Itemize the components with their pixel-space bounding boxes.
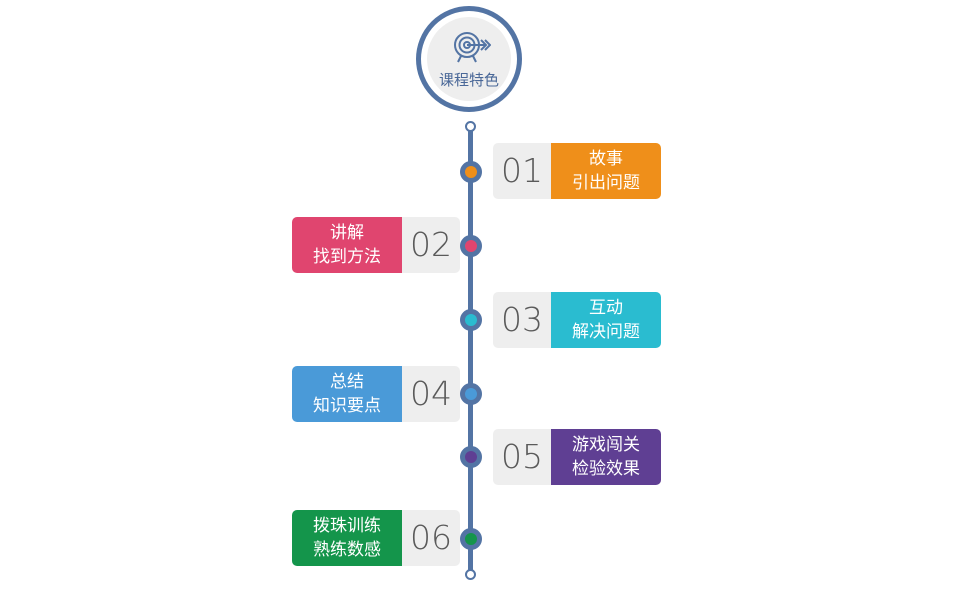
step-number: 01 <box>501 151 543 190</box>
step-number-box <box>402 366 460 422</box>
timeline-top-cap <box>465 121 476 132</box>
step-label-line2: 解决问题 <box>572 322 640 342</box>
timeline-node-2 <box>460 235 482 257</box>
header-badge-inner: 课程特色 <box>427 17 511 101</box>
step-label-line2: 检验效果 <box>572 459 640 479</box>
step-6: 拨珠训练 熟练数感 06 <box>292 510 460 566</box>
step-5: 05 游戏闯关 检验效果 <box>493 429 661 485</box>
target-icon <box>454 32 491 63</box>
step-label: 互动 解决问题 <box>551 292 661 348</box>
step-label-line1: 总结 <box>330 372 364 392</box>
timeline-bottom-cap <box>465 569 476 580</box>
timeline-node-6 <box>460 528 482 550</box>
step-4: 总结 知识要点 04 <box>292 366 460 422</box>
step-2: 讲解 找到方法 02 <box>292 217 460 273</box>
step-number: 06 <box>410 518 452 557</box>
step-label-line2: 找到方法 <box>313 247 381 267</box>
step-3: 03 互动 解决问题 <box>493 292 661 348</box>
step-label: 总结 知识要点 <box>292 366 402 422</box>
step-label-line1: 游戏闯关 <box>572 435 640 455</box>
step-label-line2: 引出问题 <box>572 173 640 193</box>
step-number-box <box>402 217 460 273</box>
step-label-line2: 知识要点 <box>313 396 381 416</box>
step-number-box <box>402 510 460 566</box>
timeline-node-5 <box>460 446 482 468</box>
step-label: 游戏闯关 检验效果 <box>551 429 661 485</box>
step-number: 05 <box>501 437 543 476</box>
timeline-spine <box>468 126 473 576</box>
step-number: 02 <box>410 225 452 264</box>
step-label: 拨珠训练 熟练数感 <box>292 510 402 566</box>
step-label: 故事 引出问题 <box>551 143 661 199</box>
step-number-box <box>493 143 551 199</box>
step-number: 03 <box>501 300 543 339</box>
step-number-box <box>493 292 551 348</box>
step-number: 04 <box>410 374 452 413</box>
step-1: 01 故事 引出问题 <box>493 143 661 199</box>
step-label-line1: 故事 <box>589 149 623 169</box>
header-badge: 课程特色 <box>416 6 522 112</box>
timeline-node-3 <box>460 309 482 331</box>
step-label-line2: 熟练数感 <box>313 540 381 560</box>
timeline-node-1 <box>460 161 482 183</box>
step-label: 讲解 找到方法 <box>292 217 402 273</box>
header-title: 课程特色 <box>438 71 499 89</box>
step-label-line1: 互动 <box>589 298 623 318</box>
step-label-line1: 拨珠训练 <box>313 516 381 536</box>
timeline-node-4 <box>460 383 482 405</box>
step-number-box <box>493 429 551 485</box>
step-label-line1: 讲解 <box>330 223 364 243</box>
